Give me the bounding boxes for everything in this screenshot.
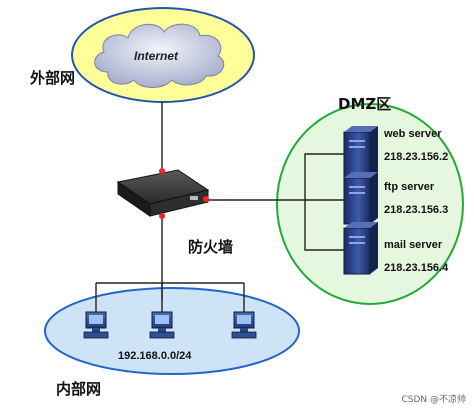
ftp-server-ip: 218.23.156.3 xyxy=(384,204,449,216)
computer-icon xyxy=(231,311,257,339)
watermark: CSDN @不凉帅 xyxy=(401,395,466,405)
web-server-name: web server xyxy=(384,128,442,140)
link-dot-right xyxy=(203,196,209,202)
external-network-label: 外部网 xyxy=(30,69,76,87)
firewall-icon xyxy=(116,169,210,217)
computer-icon xyxy=(149,311,175,339)
lan-zone xyxy=(44,287,300,375)
server-icon xyxy=(343,126,378,179)
internet-cloud-icon xyxy=(94,23,225,88)
internal-network-label: 内部网 xyxy=(56,380,102,398)
lan-subnet-label: 192.168.0.0/24 xyxy=(118,350,192,362)
network-links xyxy=(95,102,344,314)
link-dot-top xyxy=(159,168,165,174)
link-dot-bottom xyxy=(159,213,165,219)
mail-server-name: mail server xyxy=(384,239,443,251)
web-server-ip: 218.23.156.2 xyxy=(384,151,449,163)
link-dmz-web xyxy=(304,153,344,200)
server-icon xyxy=(343,172,378,225)
server-icon xyxy=(343,222,378,275)
link-indicators xyxy=(159,168,209,219)
mail-server-ip: 218.23.156.4 xyxy=(384,262,449,274)
internet-cloud-label: Internet xyxy=(134,49,179,63)
computer-icon xyxy=(83,311,109,339)
firewall-label: 防火墙 xyxy=(188,238,234,256)
ftp-server-name: ftp server xyxy=(384,181,435,193)
link-dmz-mail xyxy=(304,200,344,251)
dmz-zone-label: DMZ区 xyxy=(338,95,392,113)
